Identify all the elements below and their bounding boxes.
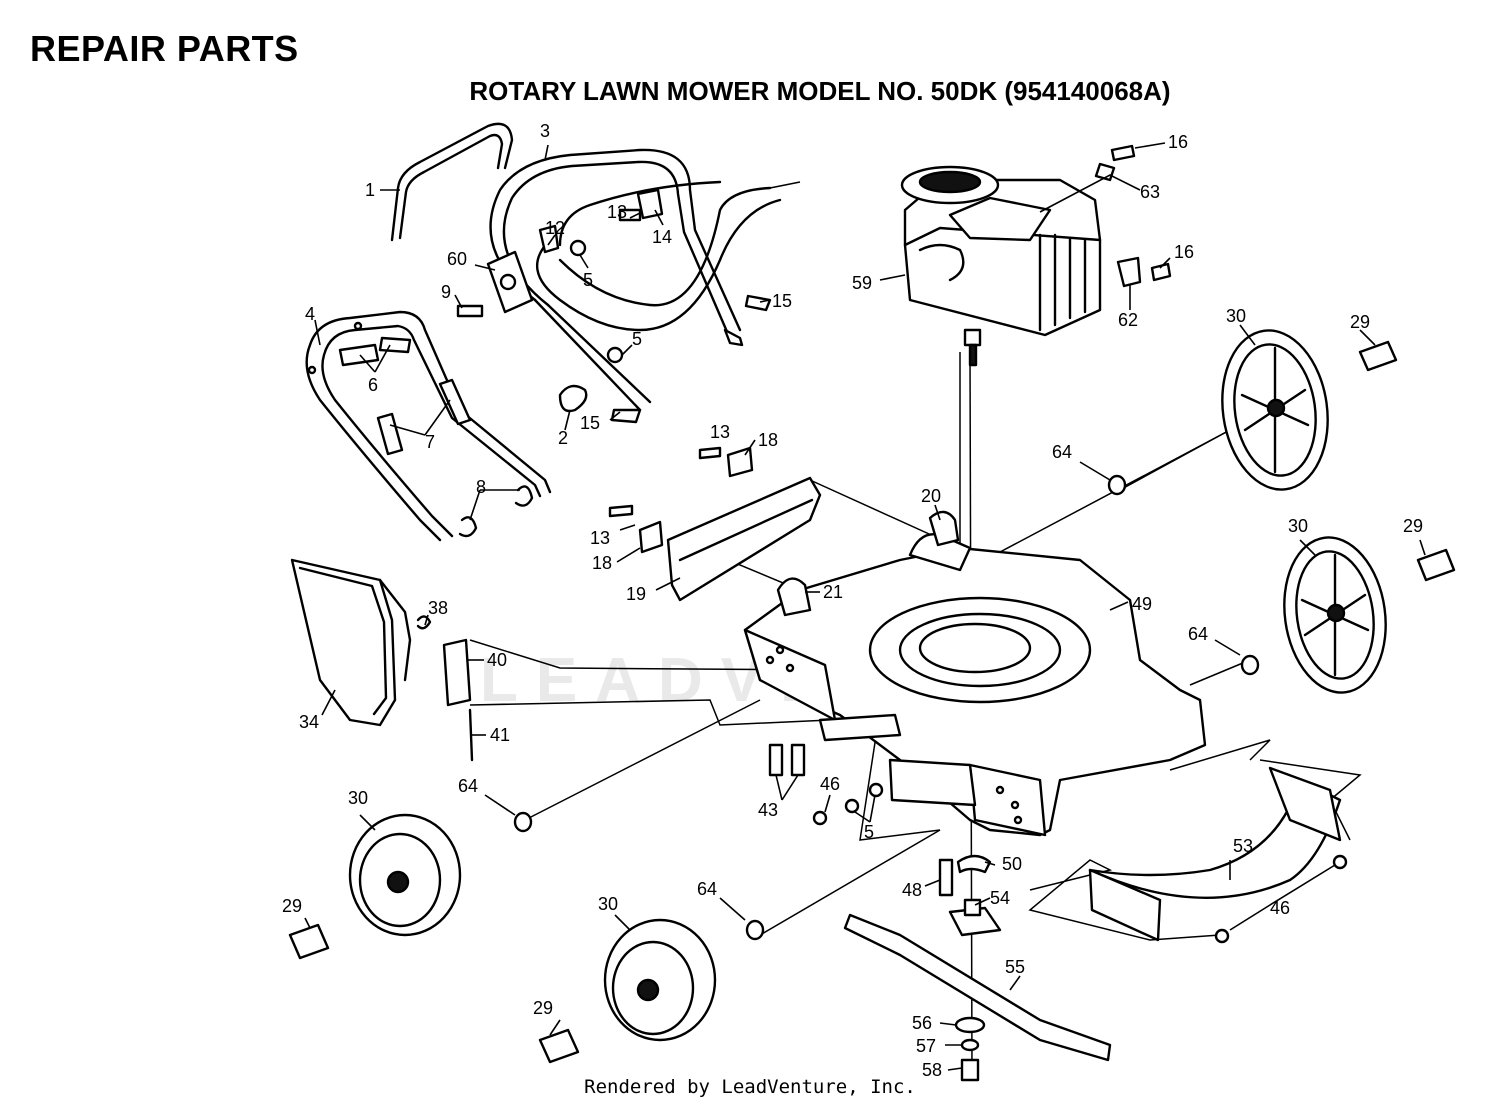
callout-12: 12 — [545, 218, 565, 238]
footer-credit: Rendered by LeadVenture, Inc. — [584, 1076, 916, 1098]
wheel-front-left — [538, 918, 765, 1064]
deck-hardware — [768, 713, 902, 826]
callout-8: 8 — [476, 477, 486, 497]
callout-15b: 15 — [772, 291, 792, 311]
wheel-rear-right — [1107, 329, 1398, 496]
callout-59: 59 — [852, 273, 872, 293]
callout-13a: 13 — [710, 422, 730, 442]
callout-56: 56 — [912, 1013, 932, 1033]
assembly-lines — [469, 351, 1362, 1076]
callout-40: 40 — [487, 650, 507, 670]
callout-49: 49 — [1132, 594, 1152, 614]
callout-29a: 29 — [1350, 312, 1370, 332]
callout-64c: 64 — [458, 776, 478, 796]
callout-64a: 64 — [1052, 442, 1072, 462]
callout-4: 4 — [305, 304, 315, 324]
wheel-front-right — [1240, 536, 1456, 694]
callout-63: 63 — [1140, 182, 1160, 202]
wheel-rear-left — [288, 811, 533, 960]
discharge-chute — [1088, 766, 1348, 944]
callout-1: 1 — [365, 180, 375, 200]
callout-18b: 18 — [592, 553, 612, 573]
callout-15: 15 — [580, 413, 600, 433]
callout-34: 34 — [299, 712, 319, 732]
diagram-title: ROTARY LAWN MOWER MODEL NO. 50DK (954140… — [469, 76, 1171, 106]
callout-38: 38 — [428, 598, 448, 618]
callout-7: 7 — [425, 432, 435, 452]
callout-29d: 29 — [533, 998, 553, 1018]
callout-16: 16 — [1168, 132, 1188, 152]
callout-labels: 1 3 12 13 14 60 9 5 4 6 7 8 2 15 16 63 5… — [282, 121, 1423, 1080]
callout-60: 60 — [447, 249, 467, 269]
baffle — [608, 446, 960, 617]
callout-41: 41 — [490, 725, 510, 745]
callout-30a: 30 — [1226, 306, 1246, 326]
callout-2: 2 — [558, 428, 568, 448]
callout-5b: 5 — [864, 822, 874, 842]
callout-29c: 29 — [282, 896, 302, 916]
callout-43: 43 — [758, 800, 778, 820]
callout-30d: 30 — [598, 894, 618, 914]
callout-13: 13 — [607, 202, 627, 222]
callout-13b: 13 — [590, 528, 610, 548]
callout-64b: 64 — [1188, 624, 1208, 644]
callout-5: 5 — [583, 270, 593, 290]
callout-46b: 46 — [1270, 898, 1290, 918]
callout-30b: 30 — [1288, 516, 1308, 536]
callout-16b: 16 — [1174, 242, 1194, 262]
callout-50: 50 — [1002, 854, 1022, 874]
engine-hardware — [1094, 144, 1172, 288]
page-title: REPAIR PARTS — [30, 28, 299, 69]
callout-48: 48 — [902, 880, 922, 900]
callout-19: 19 — [626, 584, 646, 604]
blade-assembly — [843, 854, 1112, 1082]
callout-58: 58 — [922, 1060, 942, 1080]
callout-14: 14 — [652, 227, 672, 247]
callout-9: 9 — [441, 282, 451, 302]
callout-54: 54 — [990, 888, 1010, 908]
handle-hardware — [456, 188, 772, 424]
callout-53: 53 — [1233, 836, 1253, 856]
callout-6: 6 — [368, 375, 378, 395]
callout-leaders — [304, 142, 1426, 1071]
callout-55: 55 — [1005, 957, 1025, 977]
callout-30c: 30 — [348, 788, 368, 808]
callout-64d: 64 — [697, 879, 717, 899]
callout-57: 57 — [916, 1036, 936, 1056]
callout-3: 3 — [540, 121, 550, 141]
callout-20: 20 — [921, 486, 941, 506]
mower-deck — [743, 533, 1207, 837]
callout-21: 21 — [823, 582, 843, 602]
callout-5c: 5 — [632, 329, 642, 349]
callout-29b: 29 — [1403, 516, 1423, 536]
upper-handle — [489, 148, 744, 412]
rear-door — [290, 558, 474, 762]
callout-62: 62 — [1118, 310, 1138, 330]
control-bail — [390, 122, 514, 242]
control-cables — [536, 180, 801, 332]
callout-46a: 46 — [820, 774, 840, 794]
lower-handle — [305, 310, 552, 542]
callout-18a: 18 — [758, 430, 778, 450]
engine — [900, 165, 1102, 367]
